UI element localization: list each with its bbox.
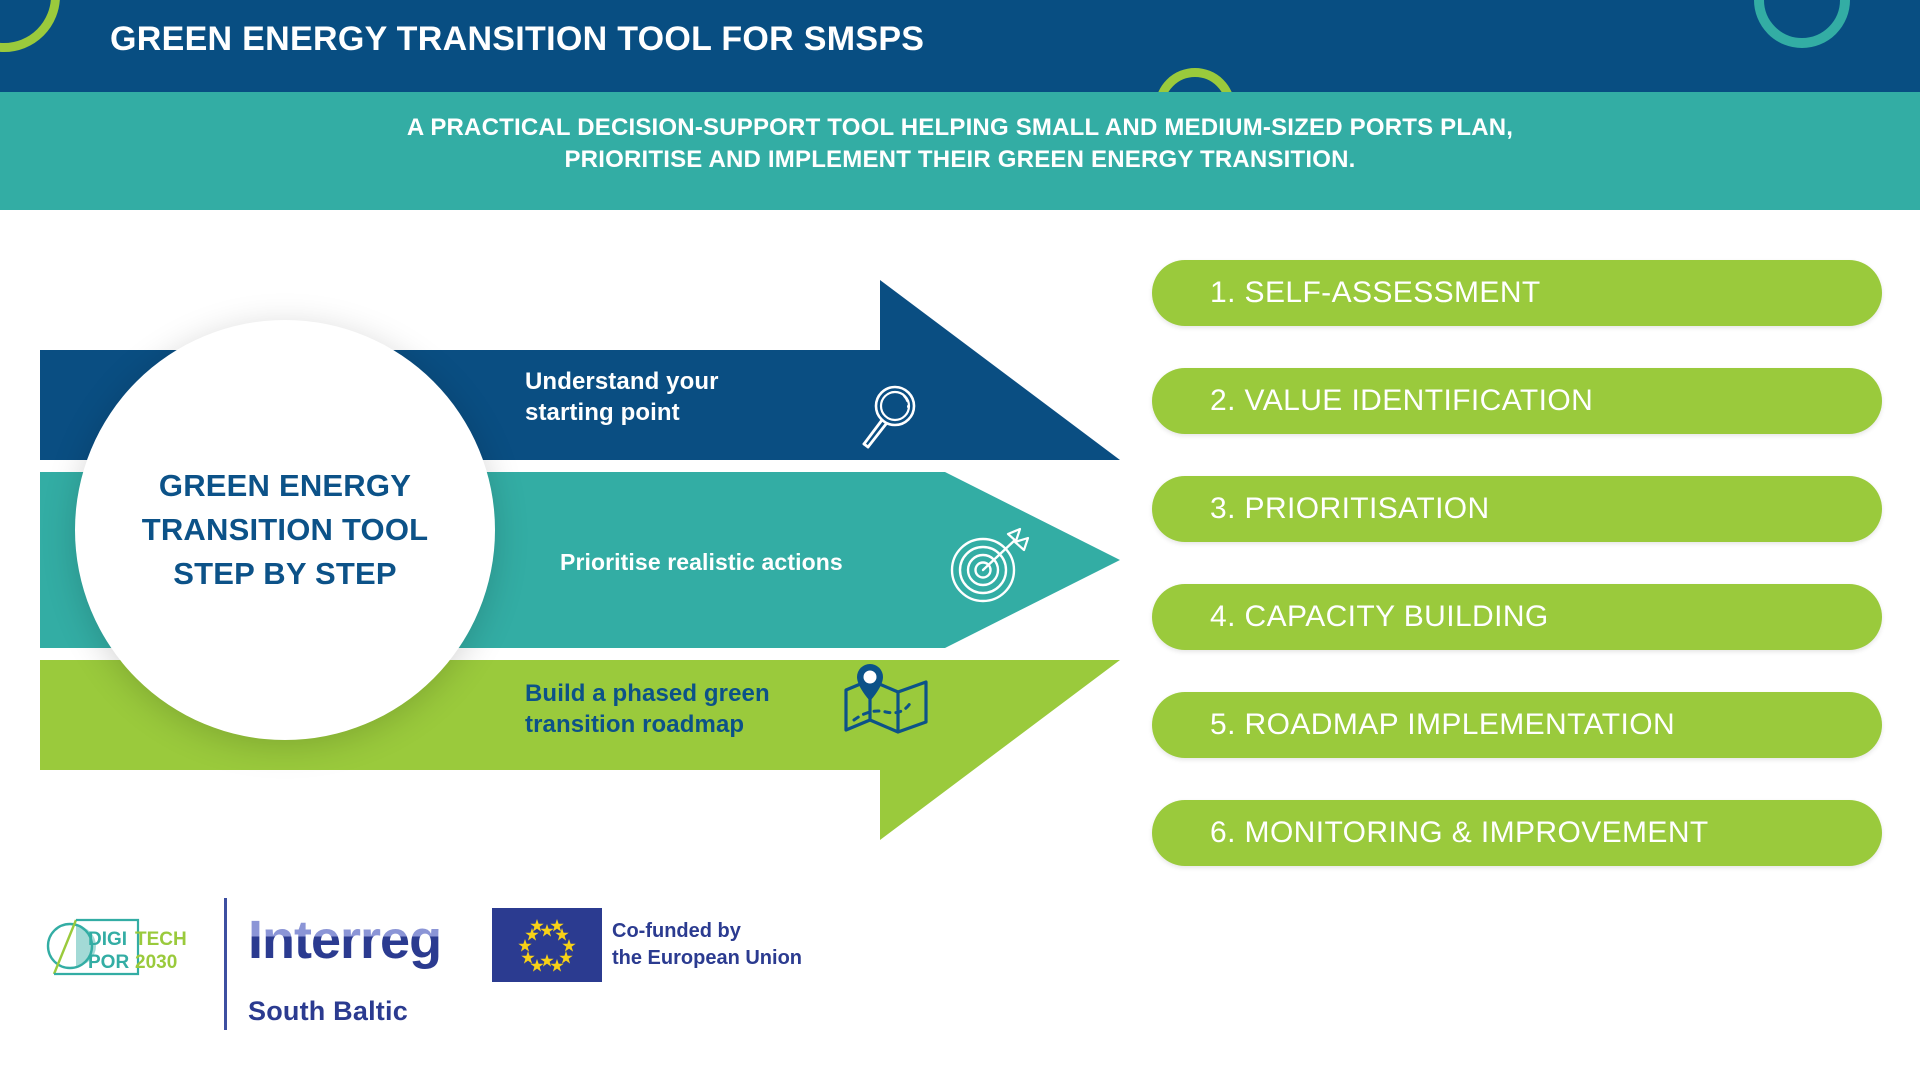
eu-funding-text: Co-funded by the European Union [612, 918, 802, 971]
step-pill-4[interactable]: 4. CAPACITY BUILDING [1152, 584, 1882, 650]
map-pin-icon [844, 664, 928, 734]
magnifying-glass-icon [862, 385, 916, 449]
interreg-wordmark: Interreg [248, 910, 441, 970]
step-pill-5[interactable]: 5. ROADMAP IMPLEMENTATION [1152, 692, 1882, 758]
header-banner [0, 0, 1920, 92]
decorative-ring-green-middle [1155, 68, 1235, 92]
decorative-ring-green-left [0, 0, 60, 52]
arrow-label-understand-line2: starting point [525, 398, 680, 426]
digitech-part4: 2030 [135, 952, 177, 973]
step-pill-3-label: 3. PRIORITISATION [1210, 492, 1490, 525]
eu-funding-line1: Co-funded by [612, 920, 741, 942]
step-pill-6[interactable]: 6. MONITORING & IMPROVEMENT [1152, 800, 1882, 866]
arrow-label-roadmap-line1: Build a phased green [525, 680, 770, 707]
hub-label-line1: GREEN ENERGY [158, 467, 412, 503]
arrow-label-understand: Understand your starting point [525, 367, 805, 428]
hub-circle: GREEN ENERGY TRANSITION TOOL STEP BY STE… [75, 320, 495, 740]
digitech-part1: DIGI [88, 929, 127, 950]
eu-funding-line2: the European Union [612, 946, 802, 969]
arrow-label-prioritise: Prioritise realistic actions [560, 548, 890, 577]
hub-label-line3: STEP BY STEP [173, 556, 397, 591]
hub-label-line2: TRANSITION TOOL [141, 511, 429, 547]
step-pill-4-label: 4. CAPACITY BUILDING [1210, 600, 1549, 633]
page-title: GREEN ENERGY TRANSITION TOOL FOR SMSPS [110, 20, 925, 58]
footer-divider [224, 898, 227, 1030]
digitech-part2: TECH [135, 929, 187, 950]
hub-label: GREEN ENERGY TRANSITION TOOL STEP BY STE… [120, 464, 450, 596]
arrow-label-roadmap-line2: transition roadmap [525, 710, 745, 738]
step-pill-3[interactable]: 3. PRIORITISATION [1152, 476, 1882, 542]
interreg-programme: South Baltic [248, 996, 408, 1026]
step-pill-5-label: 5. ROADMAP IMPLEMENTATION [1210, 708, 1676, 741]
subtitle-line-2: PRIORITISE AND IMPLEMENT THEIR GREEN ENE… [564, 145, 1356, 173]
page-subtitle: A PRACTICAL DECISION-SUPPORT TOOL HELPIN… [0, 112, 1920, 175]
digitech-part3: POR [88, 952, 129, 973]
subtitle-line-1: A PRACTICAL DECISION-SUPPORT TOOL HELPIN… [406, 114, 1514, 141]
decorative-ring-teal-right [1754, 0, 1850, 48]
footer-logos: DIGI TECH POR 2030 Interreg South Baltic [0, 890, 1920, 1080]
eu-flag-icon [492, 908, 602, 982]
interreg-logo: Interreg [248, 910, 442, 970]
step-pill-6-label: 6. MONITORING & IMPROVEMENT [1210, 816, 1709, 849]
step-pill-2[interactable]: 2. VALUE IDENTIFICATION [1152, 368, 1882, 434]
digitechpor-logo: DIGI TECH POR 2030 [46, 918, 187, 976]
subtitle-banner [0, 92, 1920, 210]
target-arrow-icon [950, 527, 1030, 603]
step-pill-1[interactable]: 1. SELF-ASSESSMENT [1152, 260, 1882, 326]
step-pill-2-label: 2. VALUE IDENTIFICATION [1210, 384, 1594, 417]
arrow-label-roadmap: Build a phased green transition roadmap [525, 679, 835, 740]
arrow-label-prioritise-line1: Prioritise realistic actions [560, 549, 843, 575]
step-list: 1. SELF-ASSESSMENT 2. VALUE IDENTIFICATI… [1152, 260, 1882, 908]
step-pill-1-label: 1. SELF-ASSESSMENT [1210, 276, 1541, 309]
arrow-label-understand-line1: Understand your [525, 368, 719, 395]
